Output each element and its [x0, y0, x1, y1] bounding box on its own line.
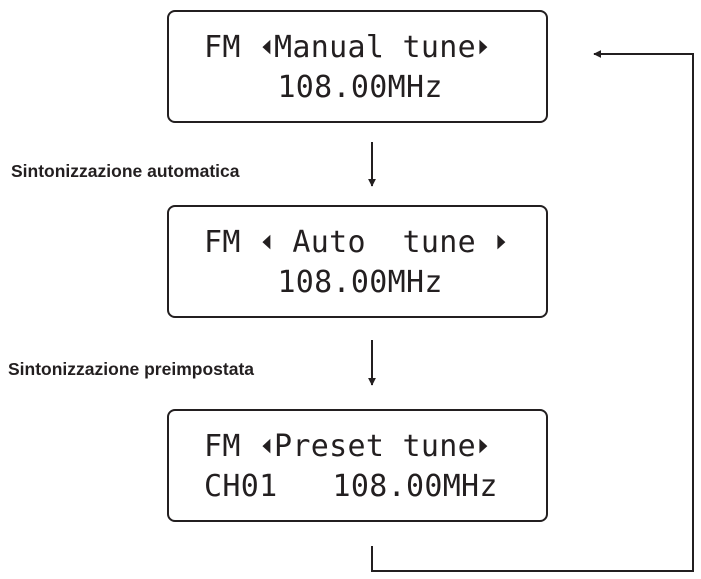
right-arrow-icon: ▶ — [479, 434, 488, 456]
lcd-line-1: FM ◀Manual tune▶ — [204, 29, 491, 65]
lcd-screen-manual-tune: FM ◀Manual tune▶ 108.00MHz — [167, 10, 548, 123]
tune-mode-label: Preset tune — [274, 429, 477, 464]
lcd-line-2: 108.00MHz — [204, 265, 443, 300]
tune-mode-label: Manual tune — [274, 30, 477, 65]
left-arrow-icon: ◀ — [262, 230, 271, 252]
lcd-line-2: CH01 108.00MHz — [204, 469, 498, 504]
left-arrow-icon: ◀ — [262, 434, 271, 456]
lcd-line-1: FM ◀Preset tune▶ — [204, 428, 491, 464]
step-label-auto-tune: Sintonizzazione automatica — [11, 161, 240, 181]
left-arrow-icon: ◀ — [262, 35, 271, 57]
lcd-screen-preset-tune: FM ◀Preset tune▶ CH01 108.00MHz — [167, 409, 548, 522]
tune-mode-label: Auto tune — [274, 225, 495, 260]
lcd-screen-auto-tune: FM ◀ Auto tune ▶ 108.00MHz — [167, 205, 548, 318]
right-arrow-icon: ▶ — [479, 35, 488, 57]
right-arrow-icon: ▶ — [497, 230, 506, 252]
band-label: FM — [204, 30, 241, 65]
lcd-line-1: FM ◀ Auto tune ▶ — [204, 224, 509, 260]
band-label: FM — [204, 429, 241, 464]
band-label: FM — [204, 225, 241, 260]
step-label-preset-tune: Sintonizzazione preimpostata — [8, 359, 254, 379]
return-loop-arrow — [371, 50, 694, 572]
lcd-line-2: 108.00MHz — [204, 70, 443, 105]
